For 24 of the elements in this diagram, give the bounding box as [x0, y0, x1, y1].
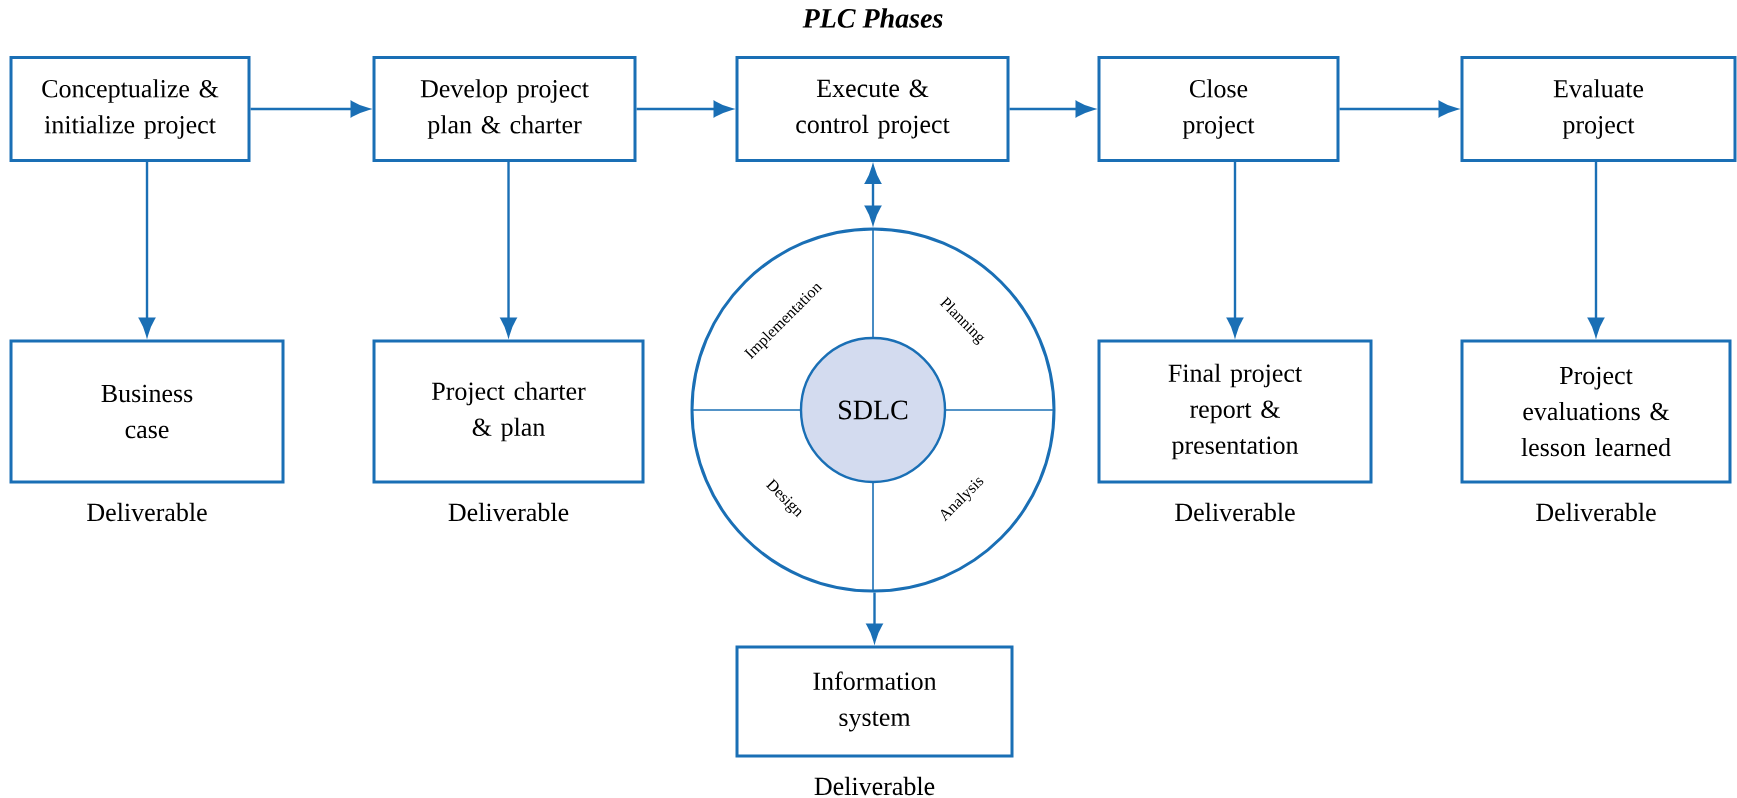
arrow [636, 101, 733, 117]
process-box: Final project report & presentation [1097, 339, 1373, 484]
process-box: Conceptualize & initialize project [9, 56, 251, 162]
arrow [1009, 101, 1095, 117]
process-box: Develop project plan & charter [372, 56, 637, 162]
title: PLC Phases [802, 8, 943, 28]
deliverable-label: Deliverable [814, 776, 935, 796]
deliverable-label: Deliverable [87, 502, 207, 522]
arrow [1588, 162, 1604, 337]
process-box: Evaluate project [1460, 56, 1737, 162]
process-box: Business case [9, 339, 285, 484]
process-box: Project evaluations & lesson learned [1460, 339, 1732, 484]
process-box: Information system [735, 645, 1014, 758]
deliverable-label: Deliverable [1175, 502, 1295, 522]
arrow [250, 101, 370, 117]
process-box: Project charter & plan [372, 339, 645, 484]
arrow [865, 165, 882, 225]
process-box: Execute & control project [735, 56, 1010, 162]
deliverable-label: Deliverable [1536, 502, 1656, 522]
arrow [139, 162, 156, 337]
process-box: Close project [1097, 56, 1340, 162]
deliverable-label: Deliverable [448, 502, 569, 522]
arrow [1227, 162, 1243, 337]
arrow [1339, 101, 1458, 117]
